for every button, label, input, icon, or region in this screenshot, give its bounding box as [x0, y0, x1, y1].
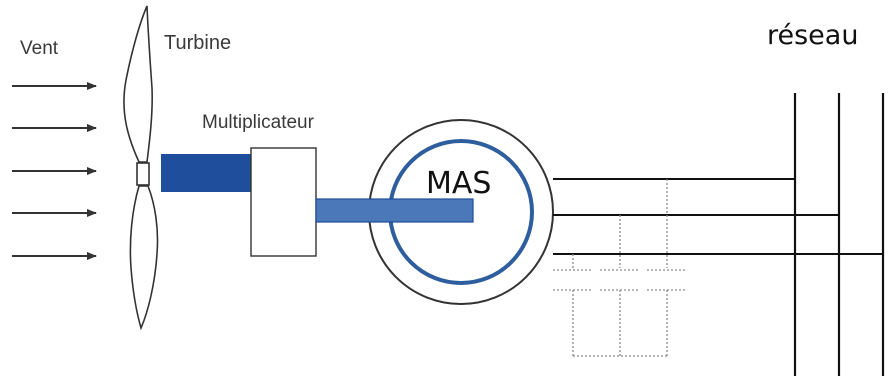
- gearbox-label: Multiplicateur: [202, 112, 315, 133]
- grid-bus: [793, 93, 885, 376]
- low-speed-shaft: [161, 154, 251, 192]
- generator-label: MAS: [426, 166, 491, 201]
- wind-label: Vent: [20, 38, 59, 59]
- turbine-blade-lower: [129, 185, 159, 331]
- gearbox-box: [250, 147, 317, 257]
- high-speed-shaft: [315, 198, 474, 223]
- grid-label: réseau: [767, 20, 858, 51]
- phase-lines: [553, 178, 883, 255]
- turbine-hub: [136, 162, 150, 186]
- turbine-label: Turbine: [164, 32, 231, 54]
- wind-arrows: [12, 82, 97, 260]
- turbine-blade-upper: [123, 5, 153, 163]
- turbine-rotor: [123, 5, 159, 331]
- capacitor-bank: [553, 179, 687, 357]
